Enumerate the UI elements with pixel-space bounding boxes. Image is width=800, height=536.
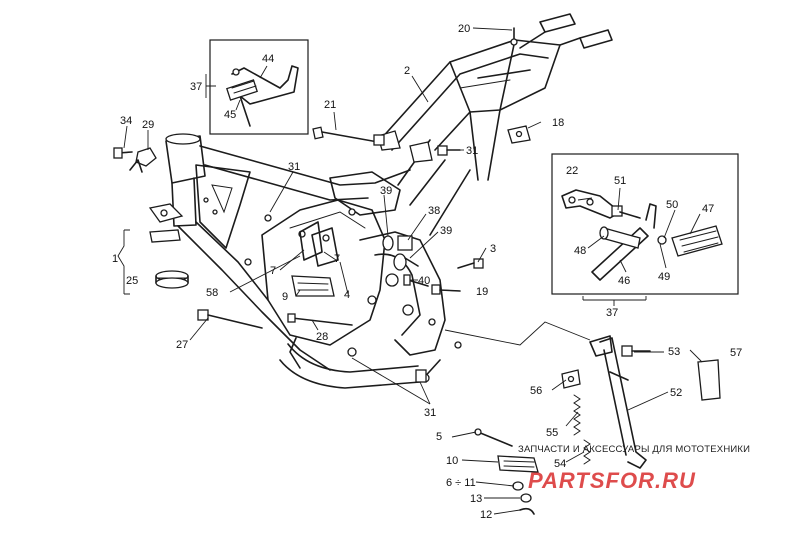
callout-28: 28 bbox=[316, 331, 328, 343]
callout-39-lower: 39 bbox=[440, 225, 452, 237]
nut-31-lower bbox=[415, 369, 427, 383]
callout-48: 48 bbox=[574, 245, 586, 257]
callout-46: 46 bbox=[618, 275, 630, 287]
callout-57: 57 bbox=[730, 347, 742, 359]
bolt-31-upper bbox=[437, 145, 461, 156]
bolt-27 bbox=[197, 309, 263, 329]
callout-20: 20 bbox=[458, 23, 470, 35]
callout-49: 49 bbox=[658, 271, 670, 283]
callout-34: 34 bbox=[120, 115, 132, 127]
passenger-peg-box bbox=[209, 39, 309, 135]
callout-12: 12 bbox=[480, 509, 492, 521]
callout-47: 47 bbox=[702, 203, 714, 215]
callout-25: 25 bbox=[126, 275, 138, 287]
callout-54: 54 bbox=[554, 458, 566, 470]
callout-7-left: 7 bbox=[270, 265, 276, 277]
callout-39-upper: 39 bbox=[380, 185, 392, 197]
bolt-19 bbox=[431, 284, 461, 295]
callout-31-lower: 31 bbox=[424, 407, 436, 419]
callout-31-upper: 31 bbox=[466, 145, 478, 157]
callout-6-11: 6 ÷ 11 bbox=[446, 477, 476, 489]
callout-38: 38 bbox=[428, 205, 440, 217]
main-frame bbox=[165, 133, 471, 389]
callout-27: 27 bbox=[176, 339, 188, 351]
screw-20 bbox=[510, 27, 518, 46]
callout-13: 13 bbox=[470, 493, 482, 505]
bolt-3 bbox=[457, 258, 484, 269]
callout-58: 58 bbox=[206, 287, 218, 299]
callout-1: 1 bbox=[112, 253, 118, 265]
callout-18: 18 bbox=[552, 117, 564, 129]
plate-1 bbox=[148, 203, 184, 243]
callout-22: 22 bbox=[566, 165, 578, 177]
callout-45: 45 bbox=[224, 109, 236, 121]
footpeg-detail-box bbox=[551, 153, 739, 295]
callout-2: 2 bbox=[404, 65, 410, 77]
watermark-caption: ЗАПЧАСТИ И АКСЕССУАРЫ ДЛЯ МОТОТЕХНИКИ bbox=[518, 444, 750, 455]
steering-lock bbox=[113, 147, 157, 173]
rear-subframe bbox=[377, 13, 613, 181]
bracket-18 bbox=[507, 125, 531, 144]
watermark-logo: PARTSFOR.RU bbox=[528, 468, 696, 493]
callout-52: 52 bbox=[670, 387, 682, 399]
callout-37-left: 37 bbox=[190, 81, 202, 93]
watermark: ЗАПЧАСТИ И АКСЕССУАРЫ ДЛЯ МОТОТЕХНИКИ PA… bbox=[518, 444, 750, 493]
callout-55: 55 bbox=[546, 427, 558, 439]
callout-51: 51 bbox=[614, 175, 626, 187]
footpeg-lower-assembly bbox=[474, 428, 539, 515]
side-stand bbox=[444, 321, 721, 469]
bolt-21 bbox=[312, 126, 385, 146]
callout-40: 40 bbox=[418, 275, 430, 287]
callout-9: 9 bbox=[282, 291, 288, 303]
bushing-25 bbox=[155, 270, 189, 289]
callout-3: 3 bbox=[490, 243, 496, 255]
spacers-38-39-40 bbox=[382, 235, 429, 287]
callout-53: 53 bbox=[668, 346, 680, 358]
callout-21: 21 bbox=[324, 99, 336, 111]
callout-50: 50 bbox=[666, 199, 678, 211]
callout-29: 29 bbox=[142, 119, 154, 131]
bolt-28 bbox=[287, 313, 353, 326]
callout-5: 5 bbox=[436, 431, 442, 443]
callout-7-right: 7 bbox=[334, 253, 340, 265]
callout-31-mid: 31 bbox=[288, 161, 300, 173]
callout-10: 10 bbox=[446, 455, 458, 467]
callout-labels: 20 2 21 18 31 34 29 31 39 38 39 3 40 19 … bbox=[112, 23, 742, 521]
callout-4: 4 bbox=[344, 289, 350, 301]
leader-lines bbox=[117, 27, 703, 515]
callout-44: 44 bbox=[262, 53, 274, 65]
callout-37-right: 37 bbox=[606, 307, 618, 319]
callout-19: 19 bbox=[476, 286, 488, 298]
callout-56: 56 bbox=[530, 385, 542, 397]
